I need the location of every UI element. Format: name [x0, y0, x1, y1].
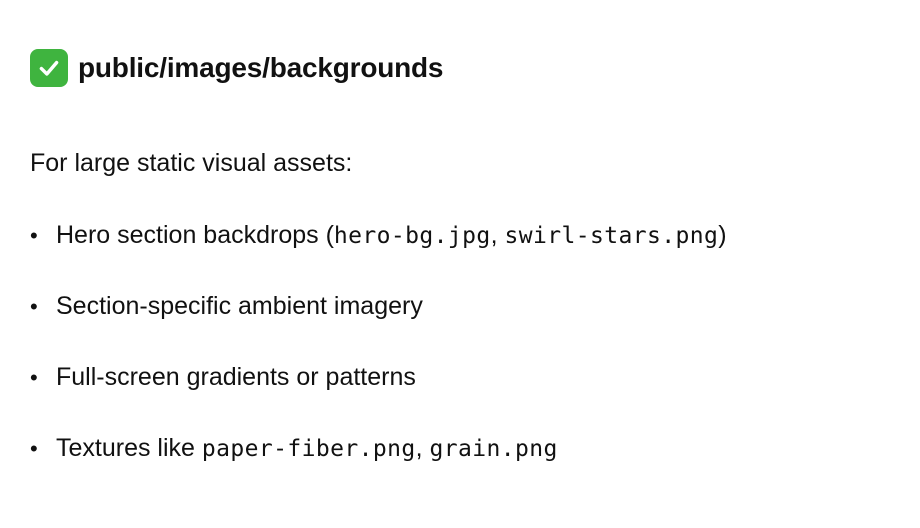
inline-code-filename: hero-bg.jpg: [333, 223, 491, 249]
inline-code-filename: swirl-stars.png: [504, 223, 719, 249]
bullet-glyph: •: [30, 365, 38, 390]
bullet-glyph: •: [30, 223, 38, 248]
asset-list: • Hero section backdrops (hero-bg.jpg, s…: [30, 217, 890, 467]
list-item-textures: • Textures like paper-fiber.png, grain.p…: [30, 430, 890, 467]
inline-code-filename: grain.png: [429, 436, 558, 462]
list-item-text: ): [718, 221, 727, 249]
check-mark-glyph: [39, 60, 59, 76]
list-item-content: Hero section backdrops (hero-bg.jpg, swi…: [56, 217, 727, 254]
list-item-text: Textures like: [56, 434, 202, 462]
list-item-content: Textures like paper-fiber.png, grain.png: [56, 430, 558, 467]
list-item-hero-backdrops: • Hero section backdrops (hero-bg.jpg, s…: [30, 217, 890, 254]
intro-text: For large static visual assets:: [30, 149, 353, 177]
inline-code-filename: paper-fiber.png: [201, 436, 416, 462]
list-item-text: Hero section backdrops (: [56, 221, 334, 249]
section-heading: public/images/backgrounds: [30, 48, 890, 88]
list-item-ambient-imagery: • Section-specific ambient imagery: [30, 288, 890, 325]
list-item-separator: ,: [490, 221, 505, 249]
white-check-mark-icon: [30, 49, 68, 87]
list-item-text: Section-specific ambient imagery: [56, 292, 423, 320]
bullet-glyph: •: [30, 294, 38, 319]
bullet-glyph: •: [30, 436, 38, 461]
list-item-gradients: • Full-screen gradients or patterns: [30, 359, 890, 396]
list-item-text: Full-screen gradients or patterns: [56, 363, 416, 391]
heading-path-text: public/images/backgrounds: [78, 52, 444, 83]
list-item-separator: ,: [415, 434, 430, 462]
